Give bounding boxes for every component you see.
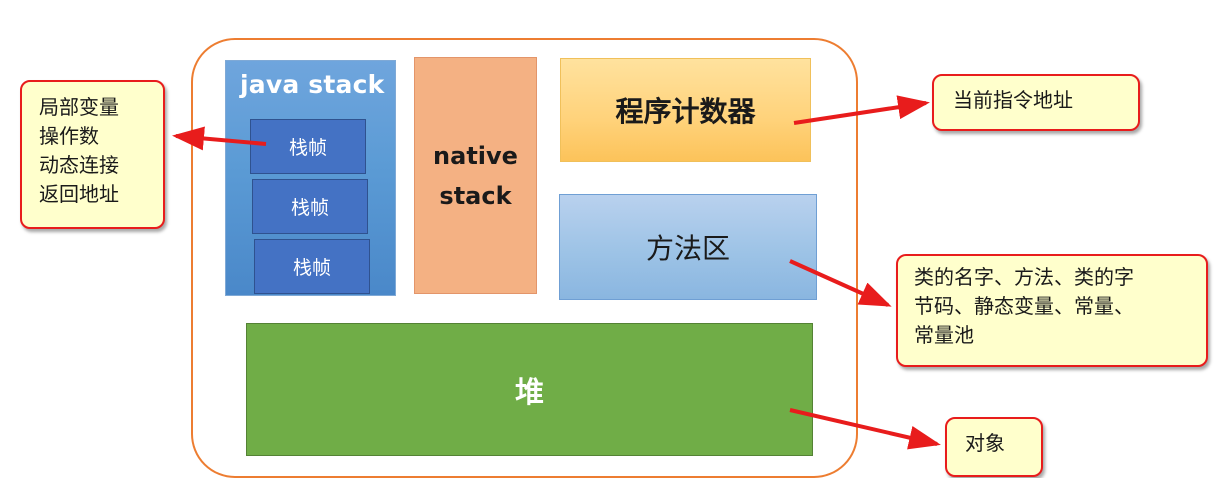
callout-line: 动态连接 [39,153,119,177]
arrow-heap-to-callout [789,408,941,450]
stack-frame: 栈帧 [250,119,366,174]
native-stack-label: native stack [433,136,518,216]
callout-line: 操作数 [39,124,99,148]
java-stack-title: java stack [240,70,385,99]
arrow-pc-to-callout [793,95,930,125]
arrow-frame-to-callout [172,126,267,151]
program-counter-region: 程序计数器 [560,58,811,162]
callout-method-area: 类的名字、方法、类的字 节码、静态变量、常量、 常量池 [896,254,1208,367]
callout-line: 常量池 [914,323,974,347]
program-counter-label: 程序计数器 [615,95,756,128]
native-stack-label-line2: stack [439,181,512,210]
callout-frame-contents: 局部变量 操作数 动态连接 返回地址 [20,80,165,229]
native-stack-region: native stack [414,57,537,294]
arrows-layer [172,95,941,450]
callout-text: 当前指令地址 [953,88,1073,112]
method-area-region: 方法区 [559,194,817,300]
arrow-method-to-callout [789,259,892,307]
callout-line: 类的名字、方法、类的字 [914,265,1134,289]
stack-frame: 栈帧 [254,239,370,294]
stack-frame: 栈帧 [252,179,368,234]
callout-line: 局部变量 [39,95,119,119]
callout-line: 返回地址 [39,182,119,206]
callout-line: 节码、静态变量、常量、 [914,294,1134,318]
heap-region: 堆 [246,323,813,456]
callout-program-counter: 当前指令地址 [932,74,1140,131]
method-area-label: 方法区 [645,232,730,265]
callout-text: 对象 [965,431,1005,455]
heap-label: 堆 [514,374,544,409]
native-stack-label-line1: native [433,141,518,170]
